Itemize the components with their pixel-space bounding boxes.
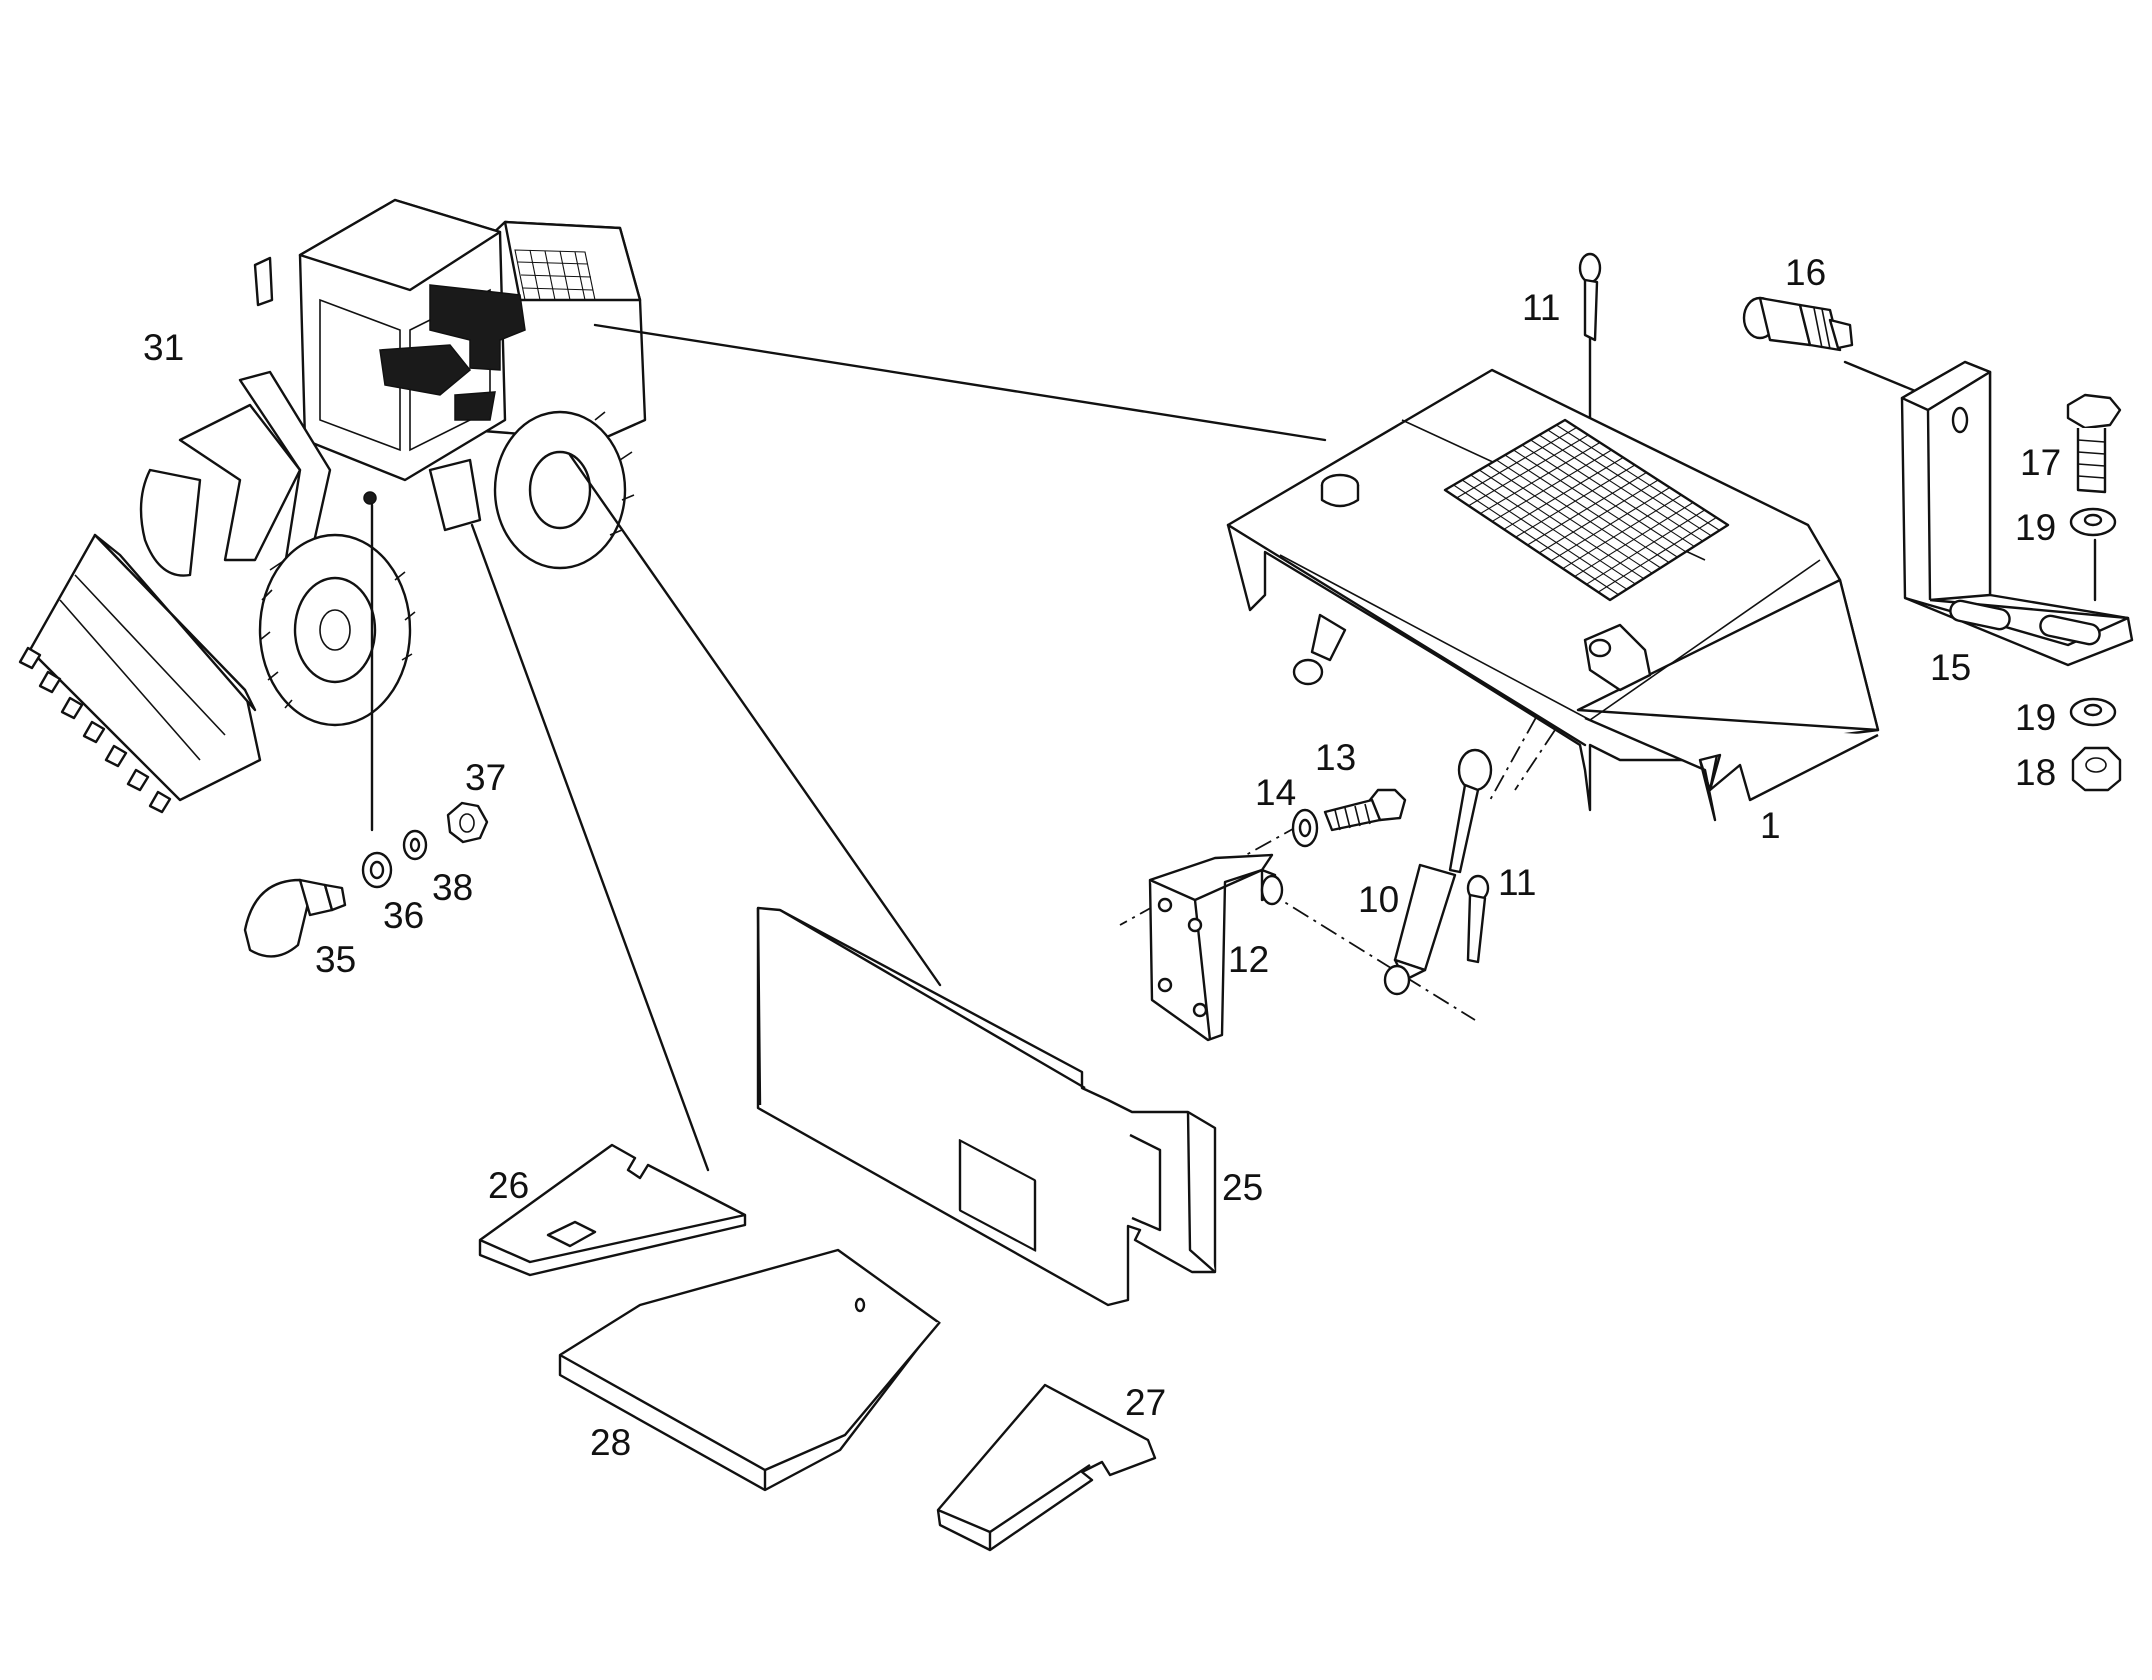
label-10: 10 [1358, 879, 1399, 920]
plate-part-26 [478, 1143, 747, 1277]
grille-line [1562, 494, 1682, 570]
grille-line [1538, 434, 1704, 542]
gas-strut-part-10 [1383, 748, 1493, 996]
cotter-pin-lower [1466, 874, 1490, 964]
wheel-loader-illustration [18, 198, 647, 814]
plate-part-28 [558, 1248, 941, 1492]
label-11-top: 11 [1522, 287, 1560, 328]
bolt-part-13 [1323, 788, 1407, 832]
label-11-lower: 11 [1498, 862, 1536, 903]
washer-part-19-top [2069, 507, 2117, 537]
label-36: 36 [383, 895, 424, 936]
lock-washer-part-38 [402, 829, 428, 861]
pin-part-16 [1742, 296, 1854, 352]
washer-part-36 [361, 851, 393, 889]
label-37: 37 [465, 757, 506, 798]
grille-line [1597, 517, 1717, 593]
label-12: 12 [1228, 939, 1269, 980]
grille-line [1530, 439, 1695, 547]
washer-part-14 [1291, 808, 1319, 848]
label-28: 28 [590, 1422, 631, 1463]
mount-plate-part-12 [1148, 853, 1284, 1042]
engine-hood-part [1226, 368, 1880, 822]
grille-line [1521, 444, 1687, 553]
nut-part-37 [446, 801, 489, 844]
label-25: 25 [1222, 1167, 1263, 1208]
label-17: 17 [2020, 442, 2061, 483]
label-31: 31 [143, 327, 184, 368]
grille-line [1513, 449, 1678, 558]
label-14: 14 [1255, 772, 1296, 813]
label-38: 38 [432, 867, 473, 908]
label-18: 18 [2015, 752, 2056, 793]
grille-line [1550, 487, 1671, 562]
label-15: 15 [1930, 647, 1971, 688]
nut-part-18 [2071, 746, 2122, 792]
plate-part-27 [936, 1383, 1157, 1552]
label-1: 1 [1760, 805, 1781, 846]
label-26: 26 [488, 1165, 529, 1206]
label-35: 35 [315, 939, 356, 980]
washer-part-19-bottom [2069, 697, 2117, 727]
grille-line [1574, 502, 1694, 577]
grille-line [1547, 429, 1712, 537]
label-19-top: 19 [2015, 507, 2056, 548]
cotter-pin-top [1578, 252, 1602, 342]
grille-line [1586, 509, 1706, 585]
bracket-part-15 [1900, 360, 2134, 667]
label-27: 27 [1125, 1382, 1166, 1423]
bolt-part-17 [2066, 393, 2122, 494]
light-part-35 [243, 878, 347, 958]
label-19-bottom: 19 [2015, 697, 2056, 738]
part-labels: 1 10 11 11 12 13 14 15 16 17 18 19 19 25… [143, 252, 2061, 1463]
label-13: 13 [1315, 737, 1356, 778]
grille-line [1556, 424, 1720, 531]
grille-line [1527, 472, 1647, 546]
grille-line [1538, 479, 1659, 554]
label-16: 16 [1785, 252, 1826, 293]
panel-part-25 [756, 906, 1217, 1307]
